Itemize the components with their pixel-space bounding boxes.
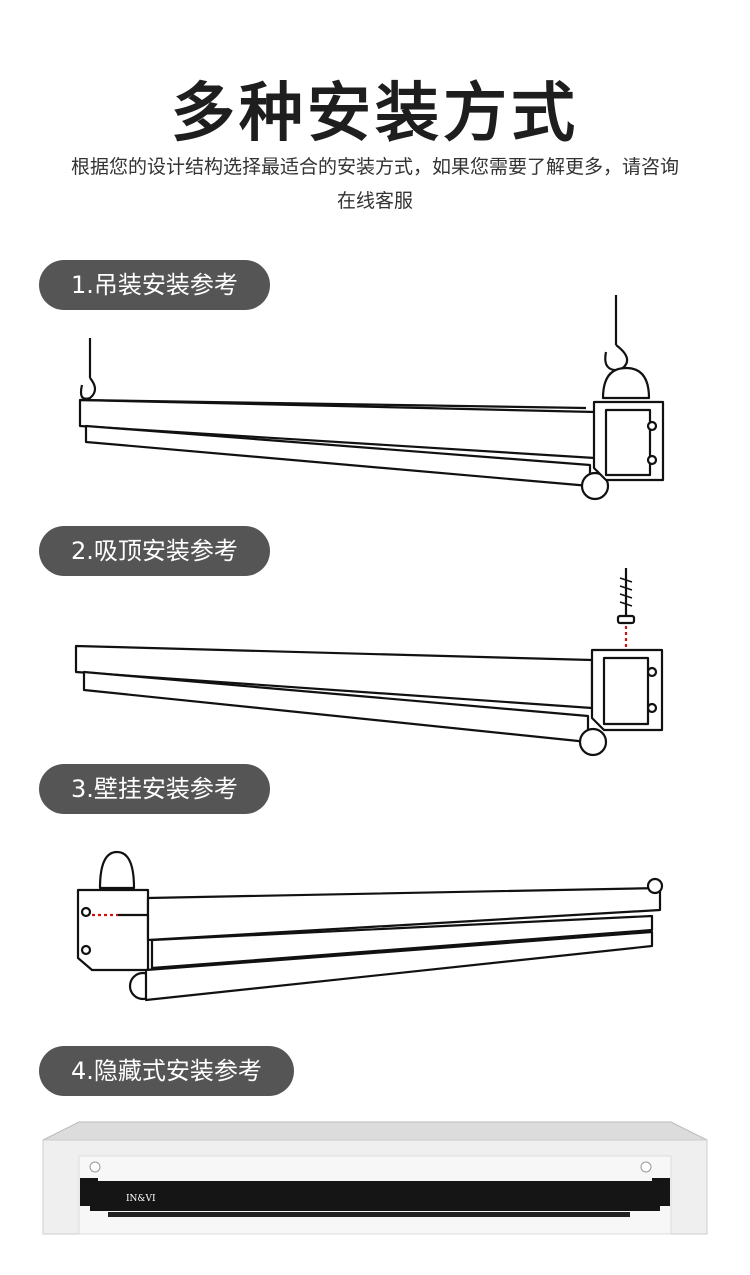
page-title: 多种安装方式 bbox=[171, 77, 579, 151]
screw-icon bbox=[616, 568, 636, 625]
section-label-hanging: 1.吊装安装参考 bbox=[39, 260, 270, 310]
end-cap-dome bbox=[98, 850, 136, 890]
end-cap-dome bbox=[601, 366, 651, 400]
end-bracket bbox=[592, 400, 665, 482]
hanging-install-illustration bbox=[78, 295, 665, 501]
end-bracket bbox=[76, 888, 150, 972]
left-hook-icon bbox=[89, 1161, 101, 1173]
screen-case bbox=[90, 1181, 660, 1211]
right-hook-icon bbox=[640, 1161, 652, 1173]
right-hook-icon bbox=[604, 344, 629, 372]
section-label-hidden: 4.隐藏式安装参考 bbox=[39, 1046, 294, 1096]
screen-logo: IN&VI bbox=[126, 1194, 156, 1204]
wall-install-illustration bbox=[76, 850, 664, 1002]
ceiling-install-illustration bbox=[74, 568, 664, 757]
section-label-wall: 3.壁挂安装参考 bbox=[39, 764, 270, 814]
section-label-ceiling: 2.吸顶安装参考 bbox=[39, 526, 270, 576]
page-subtitle: 根据您的设计结构选择最适合的安装方式，如果您需要了解更多，请咨询在线客服 bbox=[70, 156, 679, 212]
hidden-install-illustration: IN&VI bbox=[42, 1121, 708, 1235]
end-bracket bbox=[590, 648, 664, 732]
